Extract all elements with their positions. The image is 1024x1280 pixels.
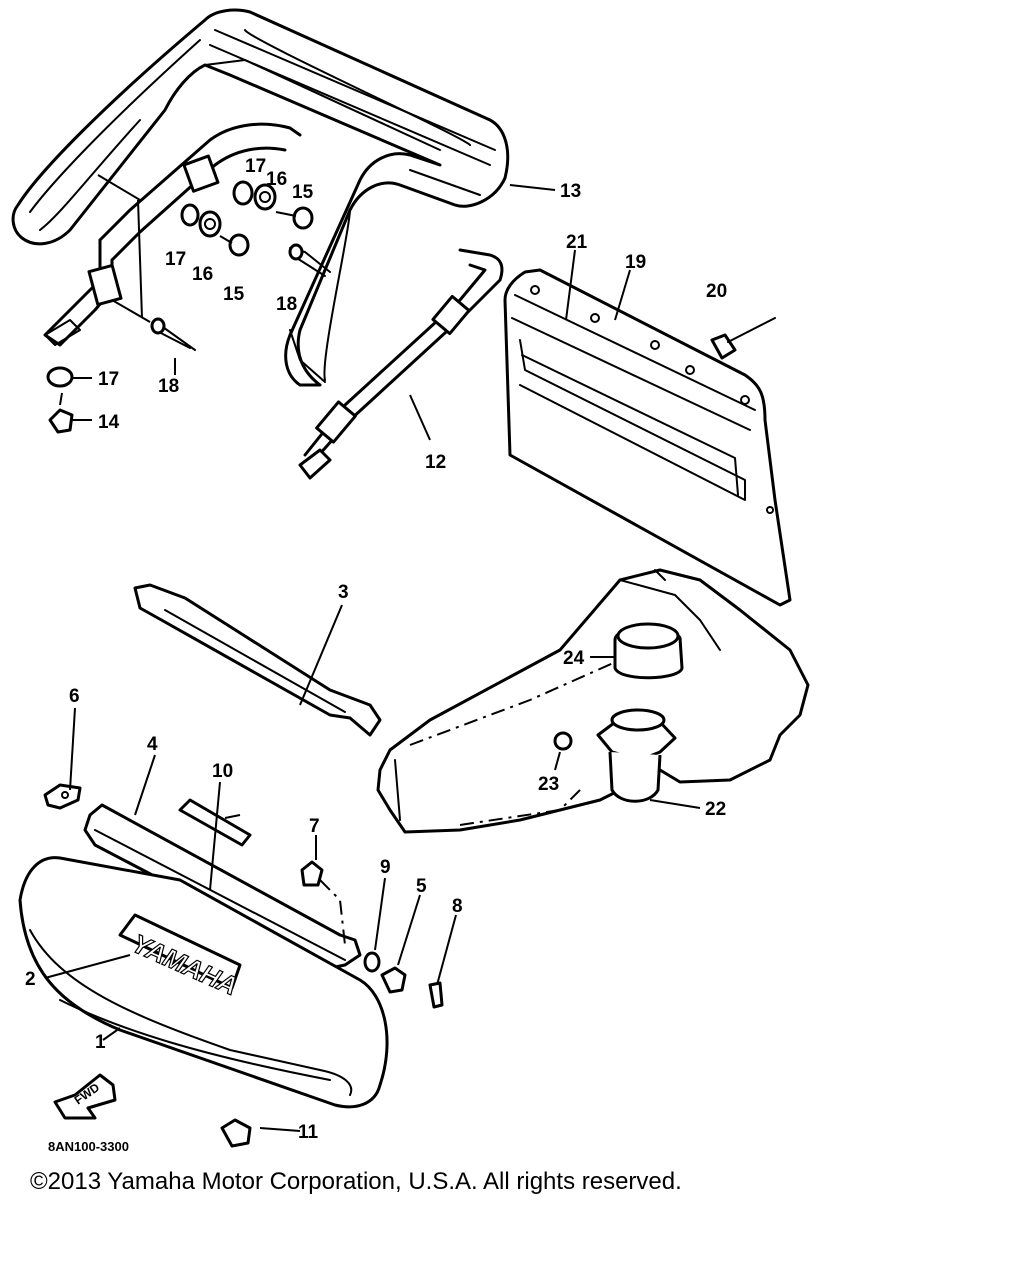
fuel-tank-assembly (376, 568, 810, 834)
callout-24: 24 (563, 648, 585, 669)
callout-19: 19 (625, 252, 646, 273)
callout-23: 23 (538, 774, 559, 795)
part-1-front-cover: YAMAHA (18, 856, 389, 1109)
callout-17-lower: 17 (98, 369, 119, 390)
callout-17-mid: 17 (165, 249, 186, 270)
callout-18-mid: 18 (276, 294, 297, 315)
callout-22: 22 (705, 799, 726, 820)
callout-14: 14 (98, 412, 120, 433)
callout-4: 4 (147, 734, 158, 755)
callout-16-upper: 16 (266, 169, 287, 190)
forward-arrow-icon: FWD (53, 1073, 117, 1120)
callout-16-mid: 16 (192, 264, 213, 285)
callout-21: 21 (566, 232, 588, 253)
part-19-side-panel (503, 268, 792, 607)
part-13-handle-cover (11, 8, 510, 387)
callout-8: 8 (452, 896, 463, 917)
callout-7: 7 (309, 816, 320, 837)
left-bracket-assembly (43, 122, 302, 347)
leader-lines (44, 184, 701, 1132)
callout-2: 2 (25, 969, 36, 990)
callout-15-upper: 15 (292, 182, 314, 203)
copyright-notice: ©2013 Yamaha Motor Corporation, U.S.A. A… (30, 1168, 682, 1195)
callout-15-mid: 15 (223, 284, 245, 305)
callout-17-upper: 17 (245, 156, 266, 177)
part-4-rail (83, 798, 362, 970)
callout-6: 6 (69, 686, 80, 707)
callout-10: 10 (212, 761, 233, 782)
callout-3: 3 (338, 582, 349, 603)
diagram-code: 8AN100-3300 (48, 1139, 129, 1154)
callout-5: 5 (416, 876, 427, 897)
callout-13: 13 (560, 181, 581, 202)
upper-fasteners (46, 174, 331, 434)
callout-12: 12 (425, 452, 446, 473)
callout-18-lower: 18 (158, 376, 179, 397)
part-3-bar (133, 583, 382, 737)
callout-1: 1 (95, 1032, 106, 1053)
part-12-lower-bar (298, 248, 504, 480)
callout-11: 11 (298, 1122, 319, 1143)
callout-labels: 13 17 16 15 17 16 15 18 17 18 14 12 21 1… (25, 156, 727, 1154)
part-20-pin (710, 317, 776, 360)
callout-20: 20 (706, 281, 727, 302)
callout-9: 9 (380, 857, 391, 878)
